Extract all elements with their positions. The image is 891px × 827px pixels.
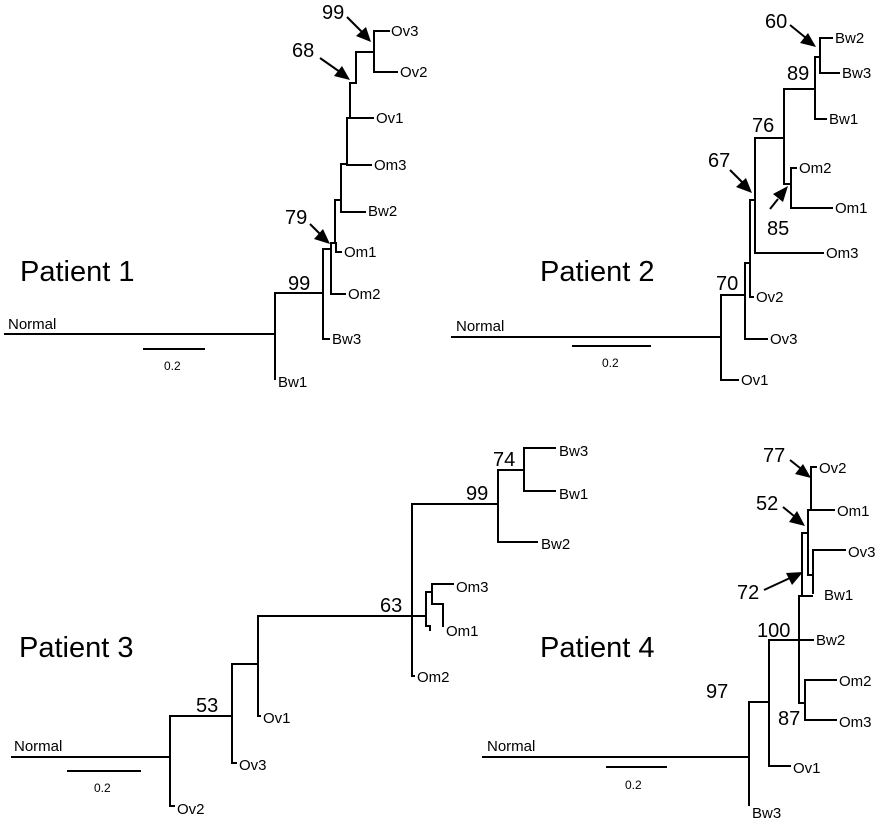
annotation-arrows bbox=[309, 16, 371, 244]
leaf-label: Ov2 bbox=[400, 64, 428, 81]
leaf-labels: Ov2 Om1 Ov3 Bw1 Bw2 Om2 Om3 Ov1 Bw3 bbox=[752, 460, 876, 822]
scale-bar: 0.2 bbox=[67, 770, 141, 795]
leaf-label: Om3 bbox=[826, 245, 859, 262]
leaf-label: Bw3 bbox=[332, 331, 361, 348]
leaf-label: Om1 bbox=[835, 200, 868, 217]
leaf-label: Ov2 bbox=[177, 801, 205, 818]
leaf-label: Ov1 bbox=[793, 760, 821, 777]
panel-patient-4: Patient 4 Normal Ov2 Om1 Ov3 Bw1 Bw2 Om2… bbox=[482, 445, 876, 822]
bootstrap-value: 68 bbox=[292, 40, 314, 62]
root-label-normal: Normal bbox=[487, 738, 535, 755]
panel-title: Patient 3 bbox=[19, 632, 133, 664]
scale-bar-label: 0.2 bbox=[625, 778, 642, 792]
panel-title: Patient 4 bbox=[540, 632, 654, 664]
leaf-label: Bw2 bbox=[541, 536, 570, 553]
panel-patient-1: Patient 1 Normal Ov3 Ov2 Ov1 Om3 Bw2 Om1… bbox=[4, 2, 428, 391]
leaf-label: Ov1 bbox=[741, 372, 769, 389]
leaf-label: Bw3 bbox=[842, 65, 871, 82]
panel-title: Patient 2 bbox=[540, 256, 654, 288]
bootstrap-values: 74 99 63 53 bbox=[196, 449, 515, 717]
leaf-label: Bw2 bbox=[816, 632, 845, 649]
leaf-labels: Bw2 Bw3 Bw1 Om2 Om1 Om3 Ov2 Ov3 Ov1 bbox=[741, 30, 871, 389]
leaf-label: Bw2 bbox=[368, 203, 397, 220]
tree-branches bbox=[11, 447, 556, 807]
scale-bar: 0.2 bbox=[572, 345, 651, 370]
bootstrap-value: 67 bbox=[708, 150, 730, 172]
bootstrap-value: 72 bbox=[737, 582, 759, 604]
leaf-label: Bw1 bbox=[829, 111, 858, 128]
leaf-labels: Ov3 Ov2 Ov1 Om3 Bw2 Om1 Om2 Bw3 Bw1 bbox=[278, 23, 428, 391]
scale-bar: 0.2 bbox=[606, 766, 667, 792]
bootstrap-value: 97 bbox=[706, 681, 728, 703]
bootstrap-value: 76 bbox=[752, 115, 774, 137]
tree-branches bbox=[4, 30, 398, 380]
panel-patient-2: Patient 2 Normal Bw2 Bw3 Bw1 Om2 Om1 Om3… bbox=[451, 11, 871, 389]
root-label-normal: Normal bbox=[8, 316, 56, 333]
leaf-label: Ov1 bbox=[376, 110, 404, 127]
bootstrap-value: 100 bbox=[757, 620, 790, 642]
annotation-arrows bbox=[729, 24, 816, 210]
bootstrap-values: 77 52 72 100 87 97 bbox=[706, 445, 800, 730]
leaf-label: Om1 bbox=[837, 503, 870, 520]
leaf-label: Bw1 bbox=[824, 587, 853, 604]
leaf-label: Ov2 bbox=[819, 460, 847, 477]
leaf-label: Bw2 bbox=[835, 30, 864, 47]
tree-branches bbox=[451, 37, 840, 381]
leaf-label: Om2 bbox=[417, 669, 450, 686]
bootstrap-value: 99 bbox=[322, 2, 344, 24]
leaf-label: Bw1 bbox=[278, 374, 307, 391]
leaf-label: Om2 bbox=[799, 160, 832, 177]
bootstrap-values: 60 89 76 67 85 70 bbox=[708, 11, 809, 295]
bootstrap-value: 70 bbox=[716, 273, 738, 295]
bootstrap-value: 99 bbox=[288, 273, 310, 295]
tree-branches bbox=[482, 466, 846, 806]
leaf-label: Om3 bbox=[839, 714, 872, 731]
leaf-label: Ov1 bbox=[263, 710, 291, 727]
leaf-label: Om1 bbox=[446, 623, 479, 640]
bootstrap-value: 53 bbox=[196, 695, 218, 717]
leaf-label: Bw3 bbox=[559, 443, 588, 460]
bootstrap-value: 85 bbox=[767, 218, 789, 240]
leaf-label: Om3 bbox=[456, 579, 489, 596]
leaf-label: Ov3 bbox=[848, 544, 876, 561]
bootstrap-values: 99 68 79 99 bbox=[285, 2, 344, 295]
bootstrap-value: 89 bbox=[787, 63, 809, 85]
bootstrap-value: 79 bbox=[285, 207, 307, 229]
panel-title: Patient 1 bbox=[20, 256, 134, 288]
leaf-labels: Bw3 Bw1 Bw2 Om3 Om1 Om2 Ov1 Ov3 Ov2 bbox=[177, 443, 588, 818]
bootstrap-value: 77 bbox=[763, 445, 785, 467]
leaf-label: Ov2 bbox=[756, 289, 784, 306]
root-label-normal: Normal bbox=[14, 738, 62, 755]
scale-bar-label: 0.2 bbox=[602, 356, 619, 370]
leaf-label: Om2 bbox=[839, 673, 872, 690]
bootstrap-value: 99 bbox=[466, 483, 488, 505]
leaf-label: Ov3 bbox=[391, 23, 419, 40]
bootstrap-value: 60 bbox=[765, 11, 787, 33]
leaf-label: Bw1 bbox=[559, 486, 588, 503]
scale-bar-label: 0.2 bbox=[94, 781, 111, 795]
bootstrap-value: 63 bbox=[380, 595, 402, 617]
panel-patient-3: Patient 3 Normal Bw3 Bw1 Bw2 Om3 Om1 Om2… bbox=[11, 443, 588, 818]
leaf-label: Om2 bbox=[348, 286, 381, 303]
bootstrap-value: 74 bbox=[493, 449, 515, 471]
root-label-normal: Normal bbox=[456, 318, 504, 335]
bootstrap-value: 52 bbox=[756, 493, 778, 515]
annotation-arrows bbox=[763, 459, 811, 591]
leaf-label: Om1 bbox=[344, 244, 377, 261]
bootstrap-value: 87 bbox=[778, 708, 800, 730]
leaf-label: Ov3 bbox=[770, 331, 798, 348]
scale-bar: 0.2 bbox=[143, 348, 205, 373]
leaf-label: Om3 bbox=[374, 157, 407, 174]
scale-bar-label: 0.2 bbox=[164, 359, 181, 373]
leaf-label: Ov3 bbox=[239, 757, 267, 774]
leaf-label: Bw3 bbox=[752, 805, 781, 822]
